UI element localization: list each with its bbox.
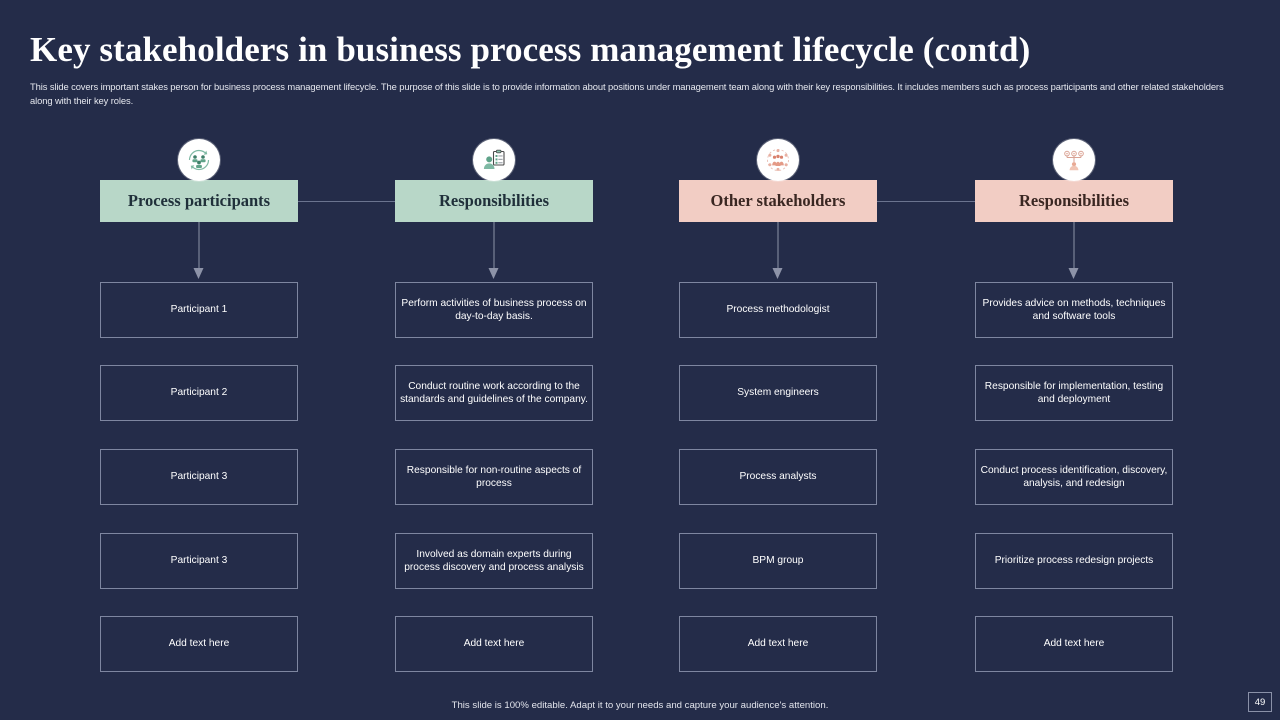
column-header-process-participants[interactable]: Process participants bbox=[100, 180, 298, 222]
list-item[interactable]: BPM group bbox=[679, 533, 877, 589]
list-item[interactable]: Involved as domain experts during proces… bbox=[395, 533, 593, 589]
list-item[interactable]: Conduct routine work according to the st… bbox=[395, 365, 593, 421]
list-item[interactable]: Process methodologist bbox=[679, 282, 877, 338]
list-item[interactable]: Participant 3 bbox=[100, 533, 298, 589]
page-subtitle: This slide covers important stakes perso… bbox=[30, 81, 1224, 106]
list-item[interactable]: Responsible for non-routine aspects of p… bbox=[395, 449, 593, 505]
list-item[interactable]: Participant 2 bbox=[100, 365, 298, 421]
page-number-badge: 49 bbox=[1248, 692, 1272, 712]
list-item[interactable]: Responsible for implementation, testing … bbox=[975, 365, 1173, 421]
footer-note: This slide is 100% editable. Adapt it to… bbox=[451, 700, 829, 711]
list-item[interactable]: Prioritize process redesign projects bbox=[975, 533, 1173, 589]
list-item-placeholder[interactable]: Add text here bbox=[395, 616, 593, 672]
connector-line-right-pair bbox=[877, 201, 975, 202]
people-cycle-icon bbox=[178, 139, 220, 181]
list-item[interactable]: Perform activities of business process o… bbox=[395, 282, 593, 338]
list-item[interactable]: Participant 1 bbox=[100, 282, 298, 338]
arrow-down-icon bbox=[488, 222, 500, 282]
org-hierarchy-icon bbox=[1053, 139, 1095, 181]
arrow-down-icon bbox=[772, 222, 784, 282]
list-item-placeholder[interactable]: Add text here bbox=[679, 616, 877, 672]
page-title: Key stakeholders in business process man… bbox=[30, 30, 1031, 69]
list-item[interactable]: Provides advice on methods, techniques a… bbox=[975, 282, 1173, 338]
list-item[interactable]: Conduct process identification, discover… bbox=[975, 449, 1173, 505]
column-header-stakeholder-responsibilities[interactable]: Responsibilities bbox=[975, 180, 1173, 222]
person-checklist-icon bbox=[473, 139, 515, 181]
arrow-down-icon bbox=[1068, 222, 1080, 282]
list-item-placeholder[interactable]: Add text here bbox=[975, 616, 1173, 672]
connector-line-left-pair bbox=[298, 201, 395, 202]
list-item[interactable]: Participant 3 bbox=[100, 449, 298, 505]
column-header-other-stakeholders[interactable]: Other stakeholders bbox=[679, 180, 877, 222]
list-item[interactable]: Process analysts bbox=[679, 449, 877, 505]
list-item[interactable]: System engineers bbox=[679, 365, 877, 421]
arrow-down-icon bbox=[193, 222, 205, 282]
list-item-placeholder[interactable]: Add text here bbox=[100, 616, 298, 672]
column-header-participant-responsibilities[interactable]: Responsibilities bbox=[395, 180, 593, 222]
stakeholder-group-icon bbox=[757, 139, 799, 181]
